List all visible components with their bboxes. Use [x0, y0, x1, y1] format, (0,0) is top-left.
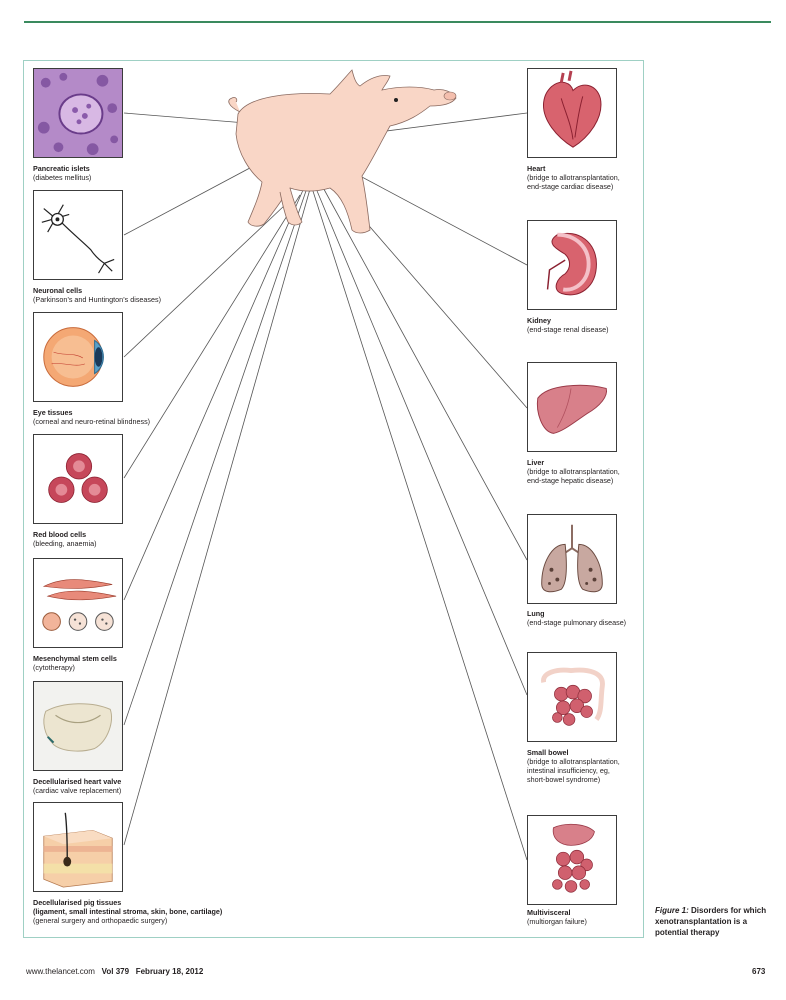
- caption-subtitle: (general surgery and orthopaedic surgery…: [33, 916, 168, 925]
- caption-subtitle: (multiorgan failure): [527, 917, 587, 926]
- caption-title: Kidney: [527, 316, 551, 325]
- caption-title: Mesenchymal stem cells: [33, 654, 117, 663]
- skin-tissue-icon: [43, 812, 113, 888]
- panel-kidney: [527, 220, 617, 310]
- connector-bowel: [314, 185, 528, 696]
- figure-frame: [23, 60, 644, 938]
- caption-lung: Lung (end-stage pulmonary disease): [527, 609, 626, 627]
- panel-small-bowel: [527, 652, 617, 742]
- panel-decellularised-heart-valve: [33, 681, 123, 771]
- caption-eye-tissues: Eye tissues (corneal and neuro-retinal b…: [33, 408, 150, 426]
- footer-vol-label: Vol: [101, 967, 114, 976]
- footer-page-number: 673: [752, 967, 765, 976]
- heart-icon: [543, 70, 602, 148]
- pig-illustration: [228, 69, 457, 234]
- panel-pancreatic-islets: [33, 68, 123, 158]
- caption-title: Liver: [527, 458, 545, 467]
- panel-lung: [527, 514, 617, 604]
- footer-date: February 18, 2012: [135, 967, 204, 976]
- caption-subtitle-2: intestinal insufficiency, eg,: [527, 766, 610, 775]
- caption-subtitle-2: end-stage cardiac disease): [527, 182, 614, 191]
- caption-small-bowel: Small bowel (bridge to allotransplantati…: [527, 748, 620, 784]
- neuron-icon: [41, 204, 115, 274]
- caption-title: Eye tissues: [33, 408, 73, 417]
- connector-lung: [319, 181, 528, 561]
- caption-title: Pancreatic islets: [33, 164, 90, 173]
- red-blood-cells-icon: [48, 453, 108, 503]
- panel-eye-tissues: [33, 312, 123, 402]
- multivisceral-icon: [552, 823, 595, 893]
- eye-icon: [43, 327, 104, 387]
- panel-multivisceral: [527, 815, 617, 905]
- heart-valve-icon: [34, 682, 122, 770]
- connector-stem: [123, 189, 304, 601]
- footer-left: www.thelancet.com Vol 379 February 18, 2…: [26, 967, 203, 976]
- caption-subtitle: (Parkinson’s and Huntington’s diseases): [33, 295, 161, 304]
- caption-subtitle: (end-stage renal disease): [527, 325, 609, 334]
- caption-subtitle: (diabetes mellitus): [33, 173, 92, 182]
- caption-title: Lung: [527, 609, 545, 618]
- connector-kidney: [329, 159, 528, 266]
- caption-kidney: Kidney (end-stage renal disease): [527, 316, 609, 334]
- caption-subtitle: (cardiac valve replacement): [33, 786, 122, 795]
- caption-heart: Heart (bridge to allotransplantation, en…: [527, 164, 620, 191]
- panel-heart: [527, 68, 617, 158]
- caption-title: Small bowel: [527, 748, 569, 757]
- connector-rbc: [123, 194, 301, 479]
- connector-valve: [123, 184, 309, 726]
- caption-title: Decellularised heart valve: [33, 777, 122, 786]
- caption-pancreatic-islets: Pancreatic islets (diabetes mellitus): [33, 164, 91, 182]
- caption-title: Neuronal cells: [33, 286, 83, 295]
- caption-subtitle: (bleeding, anaemia): [33, 539, 97, 548]
- caption-mesenchymal-stem-cells: Mesenchymal stem cells (cytotherapy): [33, 654, 117, 672]
- kidney-icon: [546, 232, 597, 296]
- figure-caption: Figure 1: Disorders for which xenotransp…: [655, 905, 780, 938]
- bowel-icon: [541, 667, 605, 726]
- pancreatic-islets-icon: [34, 69, 122, 157]
- caption-subtitle: (end-stage pulmonary disease): [527, 618, 627, 627]
- caption-multivisceral: Multivisceral (multiorgan failure): [527, 908, 587, 926]
- caption-title: Multivisceral: [527, 908, 571, 917]
- footer-vol: 379: [115, 967, 130, 976]
- caption-title: Red blood cells: [33, 530, 87, 539]
- caption-subtitle: (bridge to allotransplantation,: [527, 467, 620, 476]
- panel-decellularised-pig-tissues: [33, 802, 123, 892]
- figure-caption-text: Disorders for which xenotransplantation …: [655, 906, 767, 937]
- caption-subtitle-3: short-bowel syndrome): [527, 775, 601, 784]
- top-rule: [24, 21, 771, 23]
- figure-label: Figure 1:: [655, 906, 689, 915]
- caption-neuronal-cells: Neuronal cells (Parkinson’s and Huntingt…: [33, 286, 161, 304]
- caption-title: Heart: [527, 164, 546, 173]
- stem-cells-icon: [42, 579, 117, 631]
- pig-eye: [394, 98, 398, 102]
- caption-liver: Liver (bridge to allotransplantation, en…: [527, 458, 620, 485]
- panel-mesenchymal-stem-cells: [33, 558, 123, 648]
- caption-title: Decellularised pig tissues: [33, 898, 122, 907]
- lung-icon: [541, 524, 603, 593]
- caption-decellularised-heart-valve: Decellularised heart valve (cardiac valv…: [33, 777, 121, 795]
- caption-subtitle: (corneal and neuro-retinal blindness): [33, 417, 151, 426]
- caption-red-blood-cells: Red blood cells (bleeding, anaemia): [33, 530, 97, 548]
- caption-subtitle-bold: (ligament, small intestinal stroma, skin…: [33, 907, 223, 916]
- page-number: 673: [752, 967, 766, 976]
- panel-liver: [527, 362, 617, 452]
- caption-subtitle: (bridge to allotransplantation,: [527, 173, 620, 182]
- caption-subtitle: (bridge to allotransplantation,: [527, 757, 620, 766]
- connector-eye: [123, 204, 286, 358]
- connector-tissue: [123, 181, 313, 846]
- panel-neuronal-cells: [33, 190, 123, 280]
- caption-decellularised-pig-tissues: Decellularised pig tissues (ligament, sm…: [33, 898, 333, 925]
- connector-multivisceral: [311, 187, 528, 861]
- caption-subtitle-2: end-stage hepatic disease): [527, 476, 614, 485]
- caption-subtitle: (cytotherapy): [33, 663, 75, 672]
- liver-icon: [536, 384, 607, 434]
- panel-red-blood-cells: [33, 434, 123, 524]
- footer-website[interactable]: www.thelancet.com: [26, 967, 95, 976]
